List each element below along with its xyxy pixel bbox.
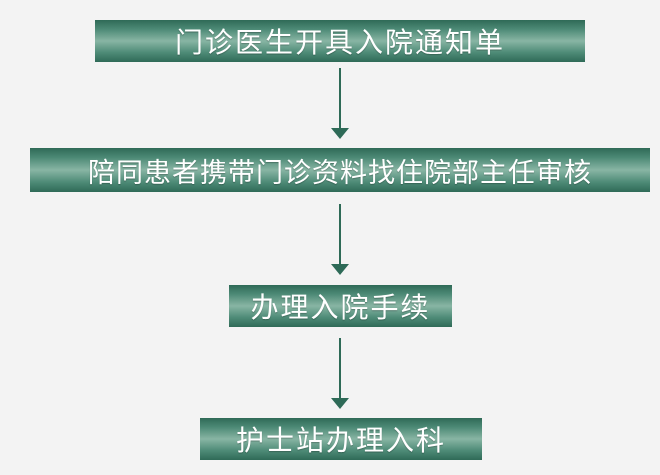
- arrow-down-icon: [330, 68, 350, 140]
- arrow-down-icon: [330, 204, 350, 276]
- step-3-label: 办理入院手续: [250, 291, 431, 324]
- step-2-box: 陪同患者携带门诊资料找住院部主任审核: [30, 148, 650, 192]
- arrow-1-shaft: [339, 68, 341, 129]
- arrow-2-head: [331, 264, 349, 275]
- arrow-3-head: [331, 398, 349, 409]
- step-4-label: 护士站办理入科: [235, 424, 446, 457]
- arrow-3-shaft: [339, 338, 341, 399]
- step-4-box: 护士站办理入科: [200, 418, 482, 460]
- arrow-1-head: [331, 128, 349, 139]
- step-2-label: 陪同患者携带门诊资料找住院部主任审核: [88, 157, 592, 189]
- step-1-box: 门诊医生开具入院通知单: [95, 20, 585, 62]
- step-3-box: 办理入院手续: [229, 285, 452, 327]
- arrow-down-icon: [330, 338, 350, 410]
- arrow-2-shaft: [339, 204, 341, 265]
- step-1-label: 门诊医生开具入院通知单: [174, 26, 505, 59]
